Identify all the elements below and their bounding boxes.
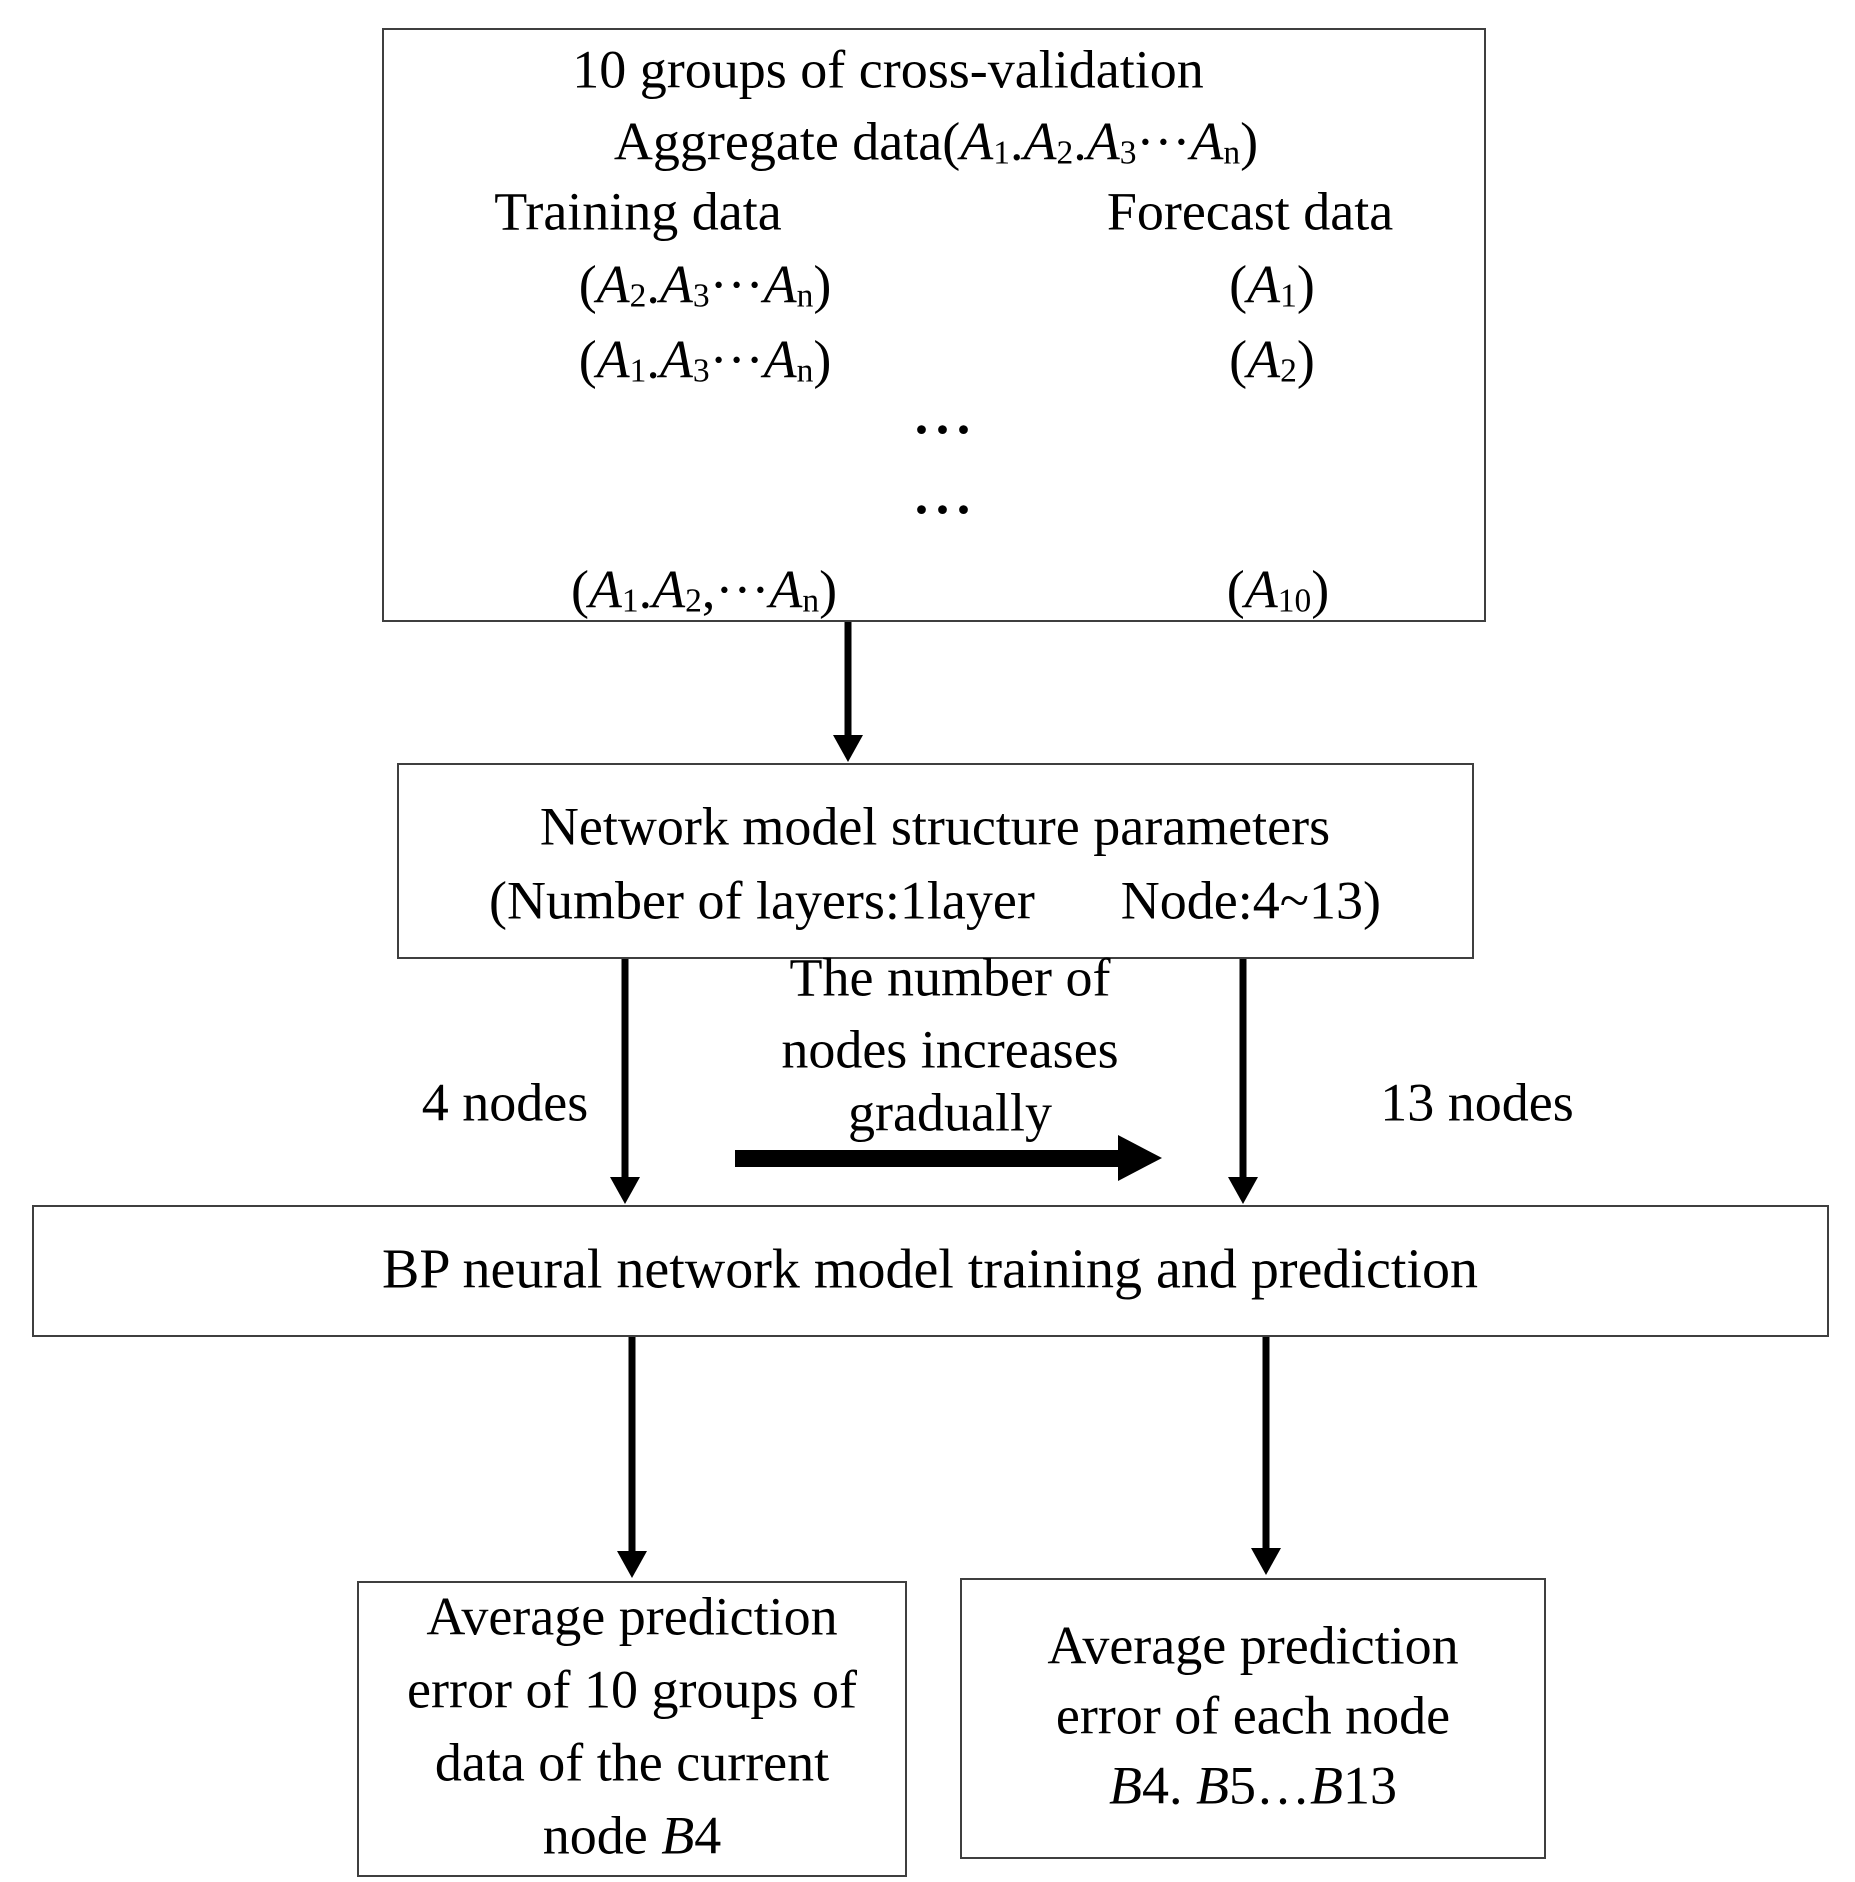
arrow-right-icon <box>1118 1135 1162 1181</box>
forecast-row-2: (A2) <box>1229 329 1315 390</box>
arrow-shaft <box>1262 1337 1270 1550</box>
caption-line-2: nodes increases <box>781 1019 1119 1080</box>
params-line-1: Network model structure parameters <box>539 796 1331 857</box>
right-result-line-1: Average prediction <box>1047 1615 1459 1676</box>
left-result-line-1: Average prediction <box>426 1586 838 1647</box>
cross-validation-box <box>382 28 1486 622</box>
forecast-row-10: (A10) <box>1226 559 1330 620</box>
arrow-shaft <box>628 1337 636 1553</box>
arrow-shaft <box>621 959 629 1179</box>
params-node-range-label: Node:4~13) <box>1120 870 1381 931</box>
right-result-line-2: error of each node <box>1055 1685 1451 1746</box>
caption-line-3: gradually <box>848 1082 1052 1143</box>
forecast-data-header: Forecast data <box>1106 181 1394 242</box>
current-node-error-box <box>357 1581 907 1877</box>
cv-title: 10 groups of cross-validation <box>572 39 1204 100</box>
cv-aggregate-line: Aggregate data(A1.A2.A3···An) <box>613 111 1259 172</box>
right-result-line-3: B4. B5…B13 <box>1109 1755 1397 1816</box>
bp-training-box <box>32 1205 1829 1337</box>
arrow-down-icon <box>1228 1177 1258 1204</box>
arrow-shaft <box>844 622 852 737</box>
train-row-1: (A2.A3···An) <box>578 254 832 315</box>
training-data-header: Training data <box>494 181 782 242</box>
arrow-down-icon <box>833 735 863 762</box>
train-row-10: (A1.A2,···An) <box>570 559 838 620</box>
arrow-down-icon <box>617 1551 647 1578</box>
thirteen-nodes-label: 13 nodes <box>1380 1072 1574 1133</box>
params-line-2: (Number of layers:1layer Node:4~13) <box>489 870 1381 931</box>
arrow-down-icon <box>1251 1548 1281 1575</box>
left-result-line-3: data of the current <box>434 1732 830 1793</box>
arrow-down-icon <box>610 1177 640 1204</box>
left-result-line-4: node B4 <box>542 1805 722 1866</box>
forecast-row-1: (A1) <box>1229 254 1315 315</box>
arrow-shaft <box>735 1150 1120 1167</box>
four-nodes-label: 4 nodes <box>421 1072 589 1133</box>
left-result-line-2: error of 10 groups of <box>407 1659 857 1720</box>
bp-training-label: BP neural network model training and pre… <box>382 1238 1478 1301</box>
each-node-error-box <box>960 1578 1546 1859</box>
network-params-box <box>397 763 1474 959</box>
ellipsis-row-1: ··· <box>912 399 976 460</box>
ellipsis-row-2: ··· <box>912 479 976 540</box>
params-layers-label: (Number of layers:1layer <box>489 870 1035 931</box>
arrow-shaft <box>1239 959 1247 1179</box>
train-row-2: (A1.A3···An) <box>578 329 832 390</box>
caption-line-1: The number of <box>789 947 1111 1008</box>
